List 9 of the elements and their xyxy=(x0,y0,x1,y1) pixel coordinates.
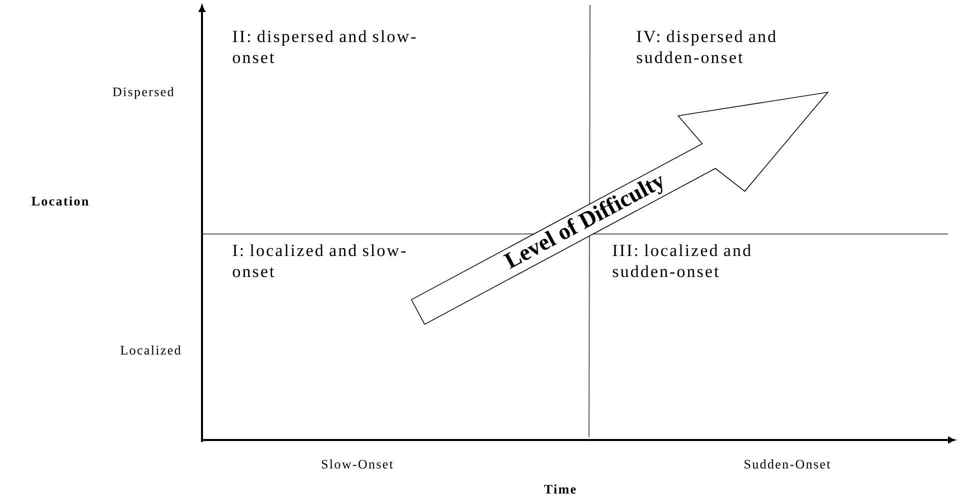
axis-tick-label: Slow-Onset xyxy=(322,459,393,469)
axis-tick-label: Sudden-Onset xyxy=(744,459,830,469)
quadrant-label: IV: dispersed and sudden-onset xyxy=(636,30,776,64)
quadrant-label: II: dispersed and slow-onset xyxy=(232,30,416,64)
axis-tick-label: Localized xyxy=(120,345,181,355)
axis-tick-label: Dispersed xyxy=(112,87,174,99)
quadrant-label: III: localized and sudden-onset xyxy=(612,244,751,278)
axis-title: Time xyxy=(544,484,576,494)
axis-title: Location xyxy=(32,196,88,206)
